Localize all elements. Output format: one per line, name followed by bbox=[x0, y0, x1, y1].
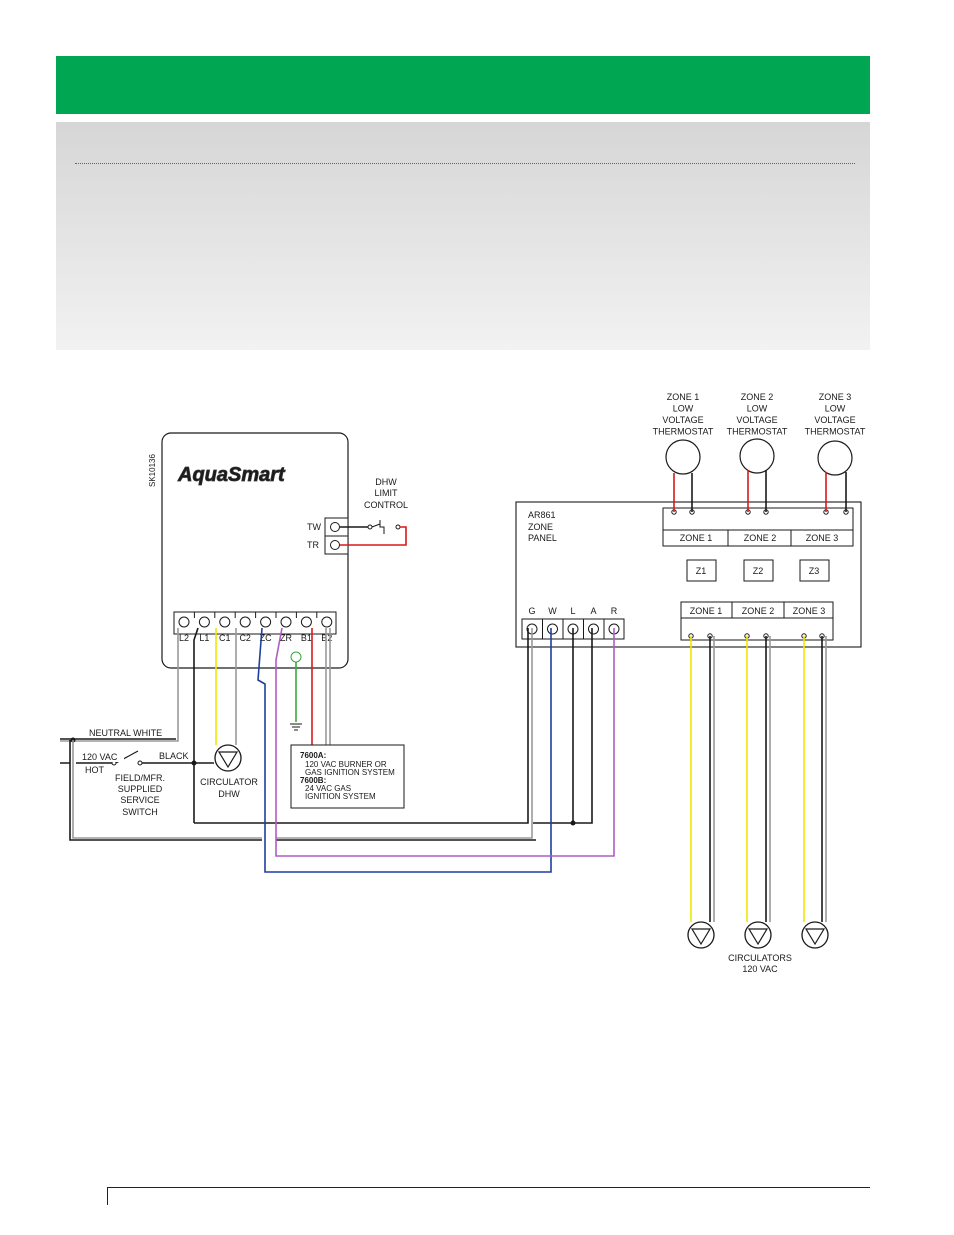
section-header-bar bbox=[56, 56, 870, 114]
limit-switch-symbol bbox=[371, 520, 385, 534]
thermostat-label: VOLTAGE bbox=[736, 415, 777, 425]
hot-label: HOT bbox=[85, 765, 105, 775]
tw-label: TW bbox=[307, 522, 321, 532]
zone-panel-terminal-label: A bbox=[590, 606, 596, 616]
led-z2-label: Z2 bbox=[753, 566, 764, 576]
aquasmart-terminal-screw bbox=[198, 616, 210, 628]
thermostat-label: ZONE 3 bbox=[819, 392, 852, 402]
top-zone-2-label: ZONE 2 bbox=[744, 533, 777, 543]
zone-circulators bbox=[687, 921, 829, 949]
dhw-limit-label-2: LIMIT bbox=[374, 488, 398, 498]
aquasmart-terminal-label: ZR bbox=[280, 633, 292, 643]
switch-label-1: FIELD/MFR. bbox=[115, 773, 165, 783]
dhw-circulator-label-2: DHW bbox=[218, 789, 240, 799]
black-label: BLACK bbox=[159, 751, 189, 761]
note-a-title: 7600A: bbox=[300, 751, 326, 760]
top-zone-3-label: ZONE 3 bbox=[806, 533, 839, 543]
footer-rule bbox=[107, 1187, 870, 1188]
aquasmart-terminal-label: L2 bbox=[179, 633, 189, 643]
zone-panel-terminal-label: W bbox=[548, 606, 557, 616]
bottom-zone-1-label: ZONE 1 bbox=[690, 606, 723, 616]
led-z2 bbox=[743, 559, 774, 582]
zone-panel-terminal-label: R bbox=[611, 606, 618, 616]
thermostat-label: ZONE 2 bbox=[741, 392, 774, 402]
note-b-line-2: IGNITION SYSTEM bbox=[305, 792, 376, 801]
note-a-line-2: GAS IGNITION SYSTEM bbox=[305, 768, 395, 777]
switch-label-2: SUPPLIED bbox=[118, 784, 163, 794]
thermostat-icon bbox=[665, 439, 701, 475]
bottom-zone-3-label: ZONE 3 bbox=[793, 606, 826, 616]
aquasmart-terminal-label: C1 bbox=[219, 633, 231, 643]
thermostat-terminal-block bbox=[662, 507, 854, 547]
dhw-circulator-label-1: CIRCULATOR bbox=[200, 777, 258, 787]
aquasmart-terminal-screw bbox=[219, 616, 231, 628]
dhw-limit-control: DHW LIMIT CONTROL bbox=[340, 477, 408, 546]
aquasmart-terminal-label: L1 bbox=[199, 633, 209, 643]
circulators-label-1: CIRCULATORS bbox=[728, 953, 792, 963]
thermostat-icon bbox=[817, 440, 853, 476]
led-z3 bbox=[799, 559, 830, 582]
note-a-line-1: 120 VAC BURNER OR bbox=[305, 760, 387, 769]
zone-panel-terminal-screw bbox=[588, 623, 599, 635]
thermostat-label: THERMOSTAT bbox=[805, 427, 866, 437]
switch-label-3: SERVICE bbox=[120, 795, 159, 805]
zone-panel-title-1: AR861 bbox=[528, 510, 556, 520]
thermostat-label: THERMOSTAT bbox=[727, 427, 788, 437]
led-z1 bbox=[686, 559, 717, 582]
bottom-zone-2-label: ZONE 2 bbox=[742, 606, 775, 616]
tr-label: TR bbox=[307, 540, 319, 550]
aquasmart-terminal-label: ZC bbox=[260, 633, 272, 643]
description-panel bbox=[56, 122, 870, 350]
zone-panel-terminal-label: L bbox=[570, 606, 575, 616]
led-z3-label: Z3 bbox=[809, 566, 820, 576]
ignition-note-box: 7600A: 120 VAC BURNER OR GAS IGNITION SY… bbox=[290, 744, 405, 809]
dhw-circulator: CIRCULATOR DHW bbox=[200, 744, 258, 799]
aquasmart-terminal-screw bbox=[239, 616, 251, 628]
aquasmart-terminal-screw bbox=[260, 616, 272, 628]
switch-label-4: SWITCH bbox=[122, 807, 158, 817]
tw-terminal-screw bbox=[330, 522, 340, 532]
aquasmart-terminal-screw bbox=[300, 616, 312, 628]
part-code: SK10136 bbox=[148, 454, 157, 487]
zone-panel-title-3: PANEL bbox=[528, 533, 557, 543]
thermostat-label: THERMOSTAT bbox=[653, 427, 714, 437]
zone-panel-title-2: ZONE bbox=[528, 522, 553, 532]
thermostat-label: VOLTAGE bbox=[814, 415, 855, 425]
circulator-terminal-block bbox=[680, 601, 834, 641]
aquasmart-terminal-label: B1 bbox=[301, 633, 312, 643]
wiring bbox=[60, 470, 847, 922]
aquasmart-terminal-label: C2 bbox=[239, 633, 251, 643]
thermostat-label: LOW bbox=[825, 404, 846, 414]
circulators-label-2: 120 VAC bbox=[742, 964, 778, 974]
note-b-title: 7600B: bbox=[300, 776, 326, 785]
aquasmart-logo: AquaSmart bbox=[177, 464, 286, 486]
thermostat-icon bbox=[739, 438, 775, 474]
ar861-zone-panel: AR861 ZONE PANEL ZONE 1 ZONE 2 ZONE 3 Z1… bbox=[515, 501, 862, 648]
dhw-limit-label-1: DHW bbox=[375, 477, 397, 487]
vac-label: 120 VAC bbox=[82, 752, 118, 762]
zone-panel-terminal-screw bbox=[547, 623, 558, 635]
thermostat-label: LOW bbox=[747, 404, 768, 414]
thermostat-label: LOW bbox=[673, 404, 694, 414]
top-zone-1-label: ZONE 1 bbox=[680, 533, 713, 543]
aquasmart-terminal-screw bbox=[321, 616, 333, 628]
dotted-divider bbox=[75, 163, 855, 164]
ground-symbol bbox=[290, 723, 302, 731]
zone-panel-terminal-label: G bbox=[528, 606, 535, 616]
dhw-limit-label-3: CONTROL bbox=[364, 500, 408, 510]
thermostat-label: ZONE 1 bbox=[667, 392, 700, 402]
neutral-label: NEUTRAL WHITE bbox=[89, 728, 162, 738]
tr-terminal-screw bbox=[330, 540, 340, 550]
footer-tick bbox=[107, 1187, 108, 1205]
aquasmart-terminal-screw bbox=[178, 616, 190, 628]
note-b-line-1: 24 VAC GAS bbox=[305, 784, 351, 793]
led-z1-label: Z1 bbox=[696, 566, 707, 576]
thermostat-label: VOLTAGE bbox=[662, 415, 703, 425]
dhw-limit-red-wire bbox=[340, 526, 407, 546]
aquasmart-terminal-screw bbox=[280, 616, 292, 628]
